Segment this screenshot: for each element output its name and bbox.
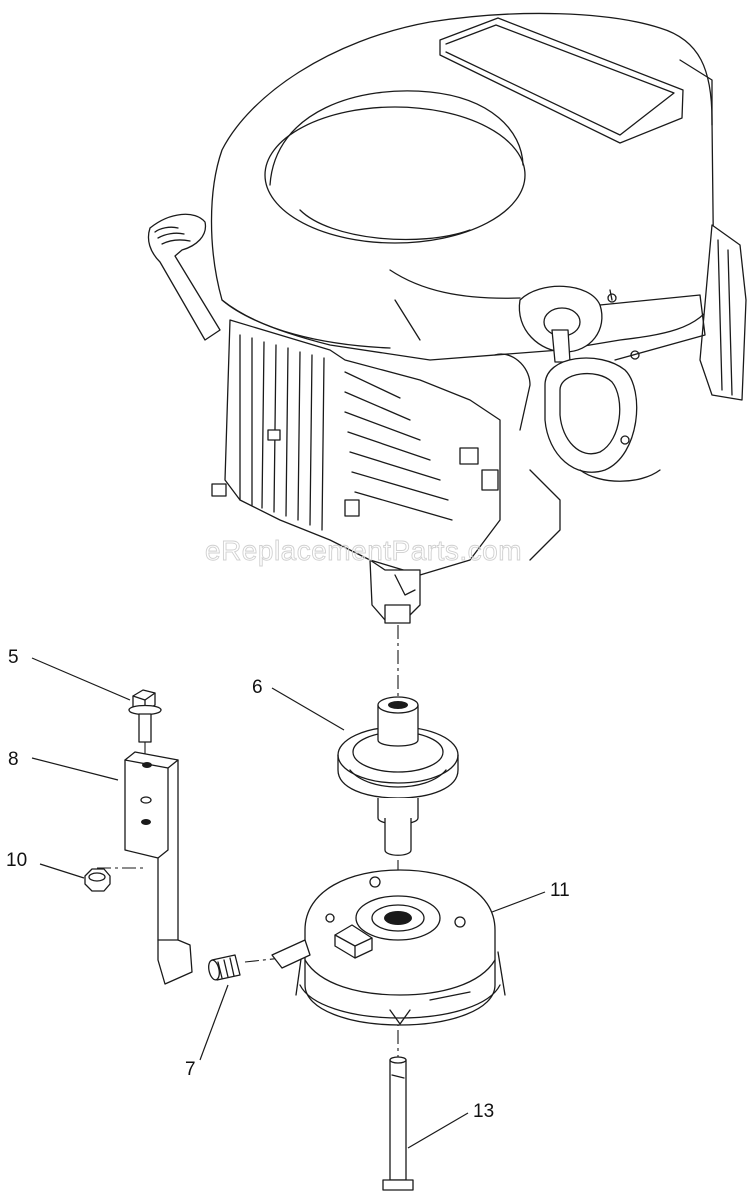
- part-10-nut: [84, 868, 111, 892]
- callout-11: 11: [550, 880, 570, 901]
- callout-6: 6: [252, 677, 263, 698]
- part-11-clutch: [271, 869, 506, 1026]
- part-6-pulley: [337, 696, 459, 856]
- leader-8: [31, 757, 119, 781]
- part-5-screw: [128, 689, 162, 743]
- callout-8: 8: [8, 749, 19, 770]
- callout-5: 5: [8, 647, 19, 668]
- part-13-bolt: [382, 1056, 414, 1191]
- callout-10: 10: [6, 850, 27, 871]
- part-8-bracket: [124, 751, 193, 985]
- leader-7: [199, 984, 229, 1061]
- leader-11: [491, 891, 546, 913]
- watermark: eReplacementParts.com: [205, 535, 522, 566]
- part-7-spacer: [208, 954, 241, 981]
- leader-10: [39, 863, 85, 879]
- callout-13: 13: [473, 1101, 494, 1122]
- leader-13: [407, 1112, 469, 1149]
- callout-7: 7: [185, 1059, 196, 1080]
- leader-6: [271, 687, 345, 731]
- engine-assembly: [147, 12, 747, 624]
- leader-5: [31, 657, 131, 701]
